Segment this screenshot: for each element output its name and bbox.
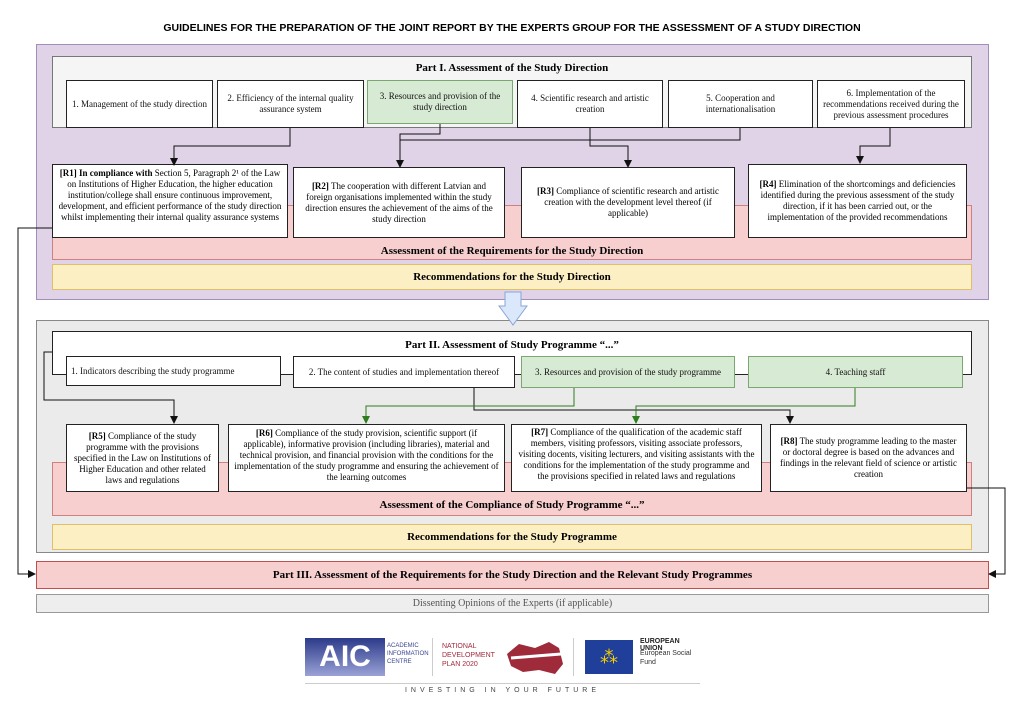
connector-area5-r2 (400, 128, 741, 141)
part2-title: Part II. Assessment of Study Programme “… (405, 339, 619, 351)
requirement-r7: [R7] Compliance of the qualification of … (511, 424, 762, 492)
part2-area-1: 1. Indicators describing the study progr… (66, 356, 281, 386)
part1-area-3: 3. Resources and provision of the study … (367, 80, 513, 124)
eu-flag-icon: ⁂ (585, 640, 633, 674)
requirement-r5: [R5] Compliance of the study programme w… (66, 424, 219, 492)
connector-r8-part3 (967, 487, 1006, 578)
part2-recommendations: Recommendations for the Study Programme (52, 524, 972, 550)
latvia-map-icon (507, 642, 563, 674)
requirement-r8: [R8] The study programme leading to the … (770, 424, 967, 492)
page-title: GUIDELINES FOR THE PREPARATION OF THE JO… (163, 22, 861, 34)
aic-letters: AIC (305, 638, 385, 676)
part3-title: Part III. Assessment of the Requirements… (36, 561, 989, 589)
part1-recommendations: Recommendations for the Study Direction (52, 264, 972, 290)
eu-title: EUROPEAN UNION (640, 638, 680, 652)
connector-area6-r4 (856, 128, 891, 164)
connector-area1-r5 (43, 351, 178, 424)
connector-area4-r7 (632, 388, 856, 424)
connector-area4-r3 (589, 128, 632, 168)
part2-area-3: 3. Resources and provision of the study … (521, 356, 735, 388)
connector-area2-r8 (473, 388, 794, 424)
part1-area-5: 5. Cooperation and internationalisation (668, 80, 813, 128)
connector-area3-r2 (396, 124, 441, 168)
part2-area-4: 4. Teaching staff (748, 356, 963, 388)
requirement-r6: [R6] Compliance of the study provision, … (228, 424, 505, 492)
footer-logos: AIC AcademicInformationCentre NATIONALDE… (300, 636, 700, 686)
requirement-r1: [R1] In compliance with Section 5, Parag… (52, 164, 288, 238)
part1-title: Part I. Assessment of the Study Directio… (415, 62, 609, 74)
part2-area-2: 2. The content of studies and implementa… (293, 356, 515, 388)
part1-assessment-label: Assessment of the Requirements for the S… (380, 245, 644, 257)
connector-area3-r6 (362, 388, 575, 424)
connector-area2-r1 (170, 128, 291, 166)
aic-logo: AIC AcademicInformationCentre (305, 638, 430, 676)
requirement-r3: [R3] Compliance of scientific research a… (521, 167, 735, 238)
part1-area-1: 1. Management of the study direction (66, 80, 213, 128)
flow-down-arrow-icon (498, 291, 528, 326)
part1-area-2: 2. Efficiency of the internal quality as… (217, 80, 364, 128)
aic-name: AcademicInformationCentre (387, 643, 429, 665)
requirement-r2: [R2] The cooperation with different Latv… (293, 167, 505, 238)
part1-area-6: 6. Implementation of the recommendations… (817, 80, 965, 128)
tagline: INVESTING IN YOUR FUTURE (404, 687, 601, 694)
requirement-r4: [R4] Elimination of the shortcomings and… (748, 164, 967, 238)
part1-area-4: 4. Scientific research and artistic crea… (517, 80, 663, 128)
dissenting-opinions: Dissenting Opinions of the Experts (if a… (36, 594, 989, 613)
connector-r1-part3 (17, 227, 52, 578)
part2-assessment-label: Assessment of the Compliance of Study Pr… (379, 499, 645, 511)
